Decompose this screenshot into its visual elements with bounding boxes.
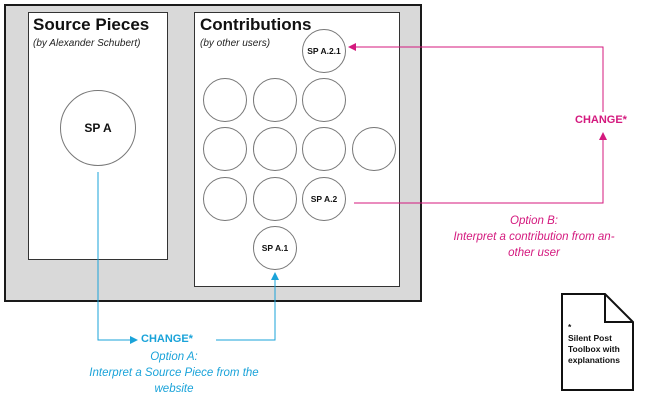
contribution-sp-a-2[interactable]: SP A.2 (302, 177, 346, 221)
contribution-sp-a-2-1[interactable]: SP A.2.1 (302, 29, 346, 73)
contribution-label: SP A.2.1 (307, 46, 341, 56)
document-line3: explanations (568, 355, 620, 365)
contribution-circle[interactable] (253, 177, 297, 221)
source-pieces-title: Source Pieces (33, 15, 150, 34)
option-a-line-left (97, 172, 138, 344)
source-pieces-subtitle: (by Alexander Schubert) (33, 38, 141, 49)
option-a-title: Option A: (150, 351, 198, 363)
document-line2: Toolbox with (568, 344, 620, 354)
option-a-desc-line2: website (154, 383, 194, 395)
document-text: * Silent Post Toolbox with explanations (568, 322, 620, 366)
contribution-label: SP A.2 (310, 194, 338, 204)
contributions-title: Contributions (200, 15, 312, 34)
contribution-sp-a-1[interactable]: SP A.1 (253, 226, 297, 270)
contribution-circle[interactable] (302, 127, 346, 171)
document-icon (561, 293, 634, 391)
contribution-circle[interactable] (203, 127, 247, 171)
contribution-circle[interactable] (253, 127, 297, 171)
option-b-title: Option B: (510, 215, 558, 227)
document-line1: Silent Post (568, 333, 612, 343)
option-a-line-right (216, 272, 279, 341)
document-fold (604, 294, 633, 323)
option-a-change-label: CHANGE* (141, 333, 193, 345)
document-bullet: * (568, 322, 572, 332)
option-a-text: Option A: Interpret a Source Piece from … (56, 349, 292, 397)
option-b-text: Option B: Interpret a contribution from … (418, 213, 650, 261)
contribution-circle[interactable] (203, 78, 247, 122)
option-b-desc-line2: other user (508, 247, 560, 259)
contribution-circle[interactable] (253, 78, 297, 122)
option-b-desc-line1: Interpret a contribution from an- (453, 231, 615, 243)
contribution-circle[interactable] (203, 177, 247, 221)
contribution-label: SP A.1 (261, 243, 289, 253)
source-piece-label: SP A (84, 121, 112, 135)
contribution-circle[interactable] (352, 127, 396, 171)
option-a-desc-line1: Interpret a Source Piece from the (89, 367, 259, 379)
contributions-subtitle: (by other users) (200, 38, 271, 49)
option-b-change-label: CHANGE* (575, 114, 627, 126)
contribution-circle[interactable] (302, 78, 346, 122)
source-piece-sp-a[interactable]: SP A (60, 90, 136, 166)
option-b-line-bottom (354, 132, 607, 204)
option-b-line-top (348, 43, 604, 112)
